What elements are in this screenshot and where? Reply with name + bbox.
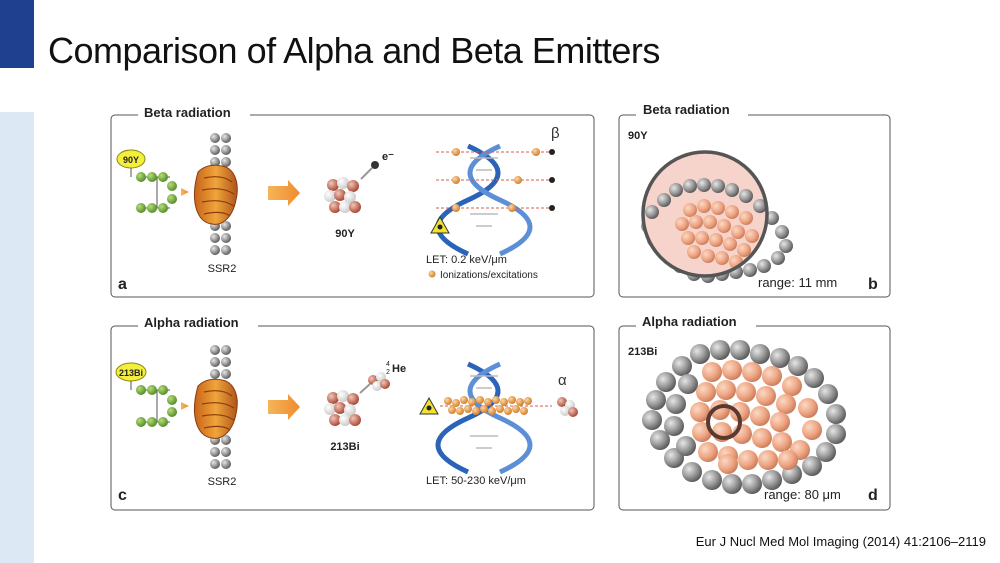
panel-c-particle-mass: 4 bbox=[386, 361, 390, 368]
panel-a-particle-label: e⁻ bbox=[382, 151, 394, 163]
panel-d-letter: d bbox=[868, 487, 878, 504]
panel-c-let: LET: 50-230 keV/μm bbox=[426, 475, 526, 487]
panel-a-header: Beta radiation bbox=[144, 105, 231, 120]
panel-d-isotope: 213Bi bbox=[628, 346, 657, 358]
panel-d: Alpha radiation 213Bi bbox=[618, 313, 891, 511]
side-accent-strip bbox=[0, 112, 34, 563]
panel-a-peptide bbox=[136, 172, 177, 213]
panel-d-range: range: 80 μm bbox=[764, 487, 841, 502]
panel-c-greek: α bbox=[558, 372, 567, 389]
panel-a-receptor-label: SSR2 bbox=[208, 263, 237, 275]
panel-b-range: range: 11 mm bbox=[758, 275, 837, 290]
title-accent-block bbox=[0, 0, 34, 68]
helium-nucleus bbox=[368, 372, 390, 391]
panel-c-dna bbox=[435, 361, 533, 475]
panel-c-receptor-label: SSR2 bbox=[208, 476, 237, 488]
panel-c-particle-charge: 2 bbox=[386, 369, 390, 376]
panel-b: Beta radiation 90Y bbox=[618, 102, 891, 298]
panel-c-receptor bbox=[194, 345, 238, 469]
panel-d-cell-cluster bbox=[642, 340, 846, 494]
radiation-hazard-icon bbox=[419, 396, 439, 415]
alpha-range-circle bbox=[706, 404, 742, 440]
panel-c: Alpha radiation c 213Bi bbox=[110, 314, 595, 511]
panel-a-dna bbox=[435, 143, 533, 257]
citation: Eur J Nucl Med Mol Imaging (2014) 41:210… bbox=[695, 534, 986, 549]
panel-b-letter: b bbox=[868, 276, 878, 293]
panel-a-isotope-tag: 90Y bbox=[123, 155, 139, 165]
panel-a-greek: β bbox=[551, 125, 560, 142]
panel-a: Beta radiation a 90Y bbox=[110, 104, 595, 298]
panel-a-legend: Ionizations/excitations bbox=[440, 270, 538, 281]
panel-c-alpha-track bbox=[440, 396, 578, 417]
panel-c-isotope-tag: 213Bi bbox=[119, 368, 143, 378]
slide-title: Comparison of Alpha and Beta Emitters bbox=[48, 30, 660, 71]
panel-b-header: Beta radiation bbox=[643, 102, 730, 117]
panel-b-isotope: 90Y bbox=[628, 130, 648, 142]
panel-c-peptide bbox=[136, 385, 177, 427]
panel-c-nucleus bbox=[324, 390, 361, 426]
panel-a-emitter-label: 90Y bbox=[335, 228, 355, 240]
panel-c-particle-label: He bbox=[392, 363, 406, 375]
panel-a-beta-tracks bbox=[436, 148, 555, 212]
panel-a-nucleus bbox=[324, 177, 361, 213]
beta-range-circle bbox=[641, 150, 769, 278]
panel-c-emitter-label: 213Bi bbox=[330, 441, 359, 453]
panel-c-header: Alpha radiation bbox=[144, 315, 239, 330]
panel-d-header: Alpha radiation bbox=[642, 314, 737, 329]
panel-a-let: LET: 0.2 keV/μm bbox=[426, 254, 507, 266]
panel-a-receptor bbox=[194, 133, 238, 255]
radiation-hazard-icon bbox=[430, 215, 450, 234]
panel-a-letter: a bbox=[118, 276, 127, 293]
panel-c-letter: c bbox=[118, 487, 127, 504]
